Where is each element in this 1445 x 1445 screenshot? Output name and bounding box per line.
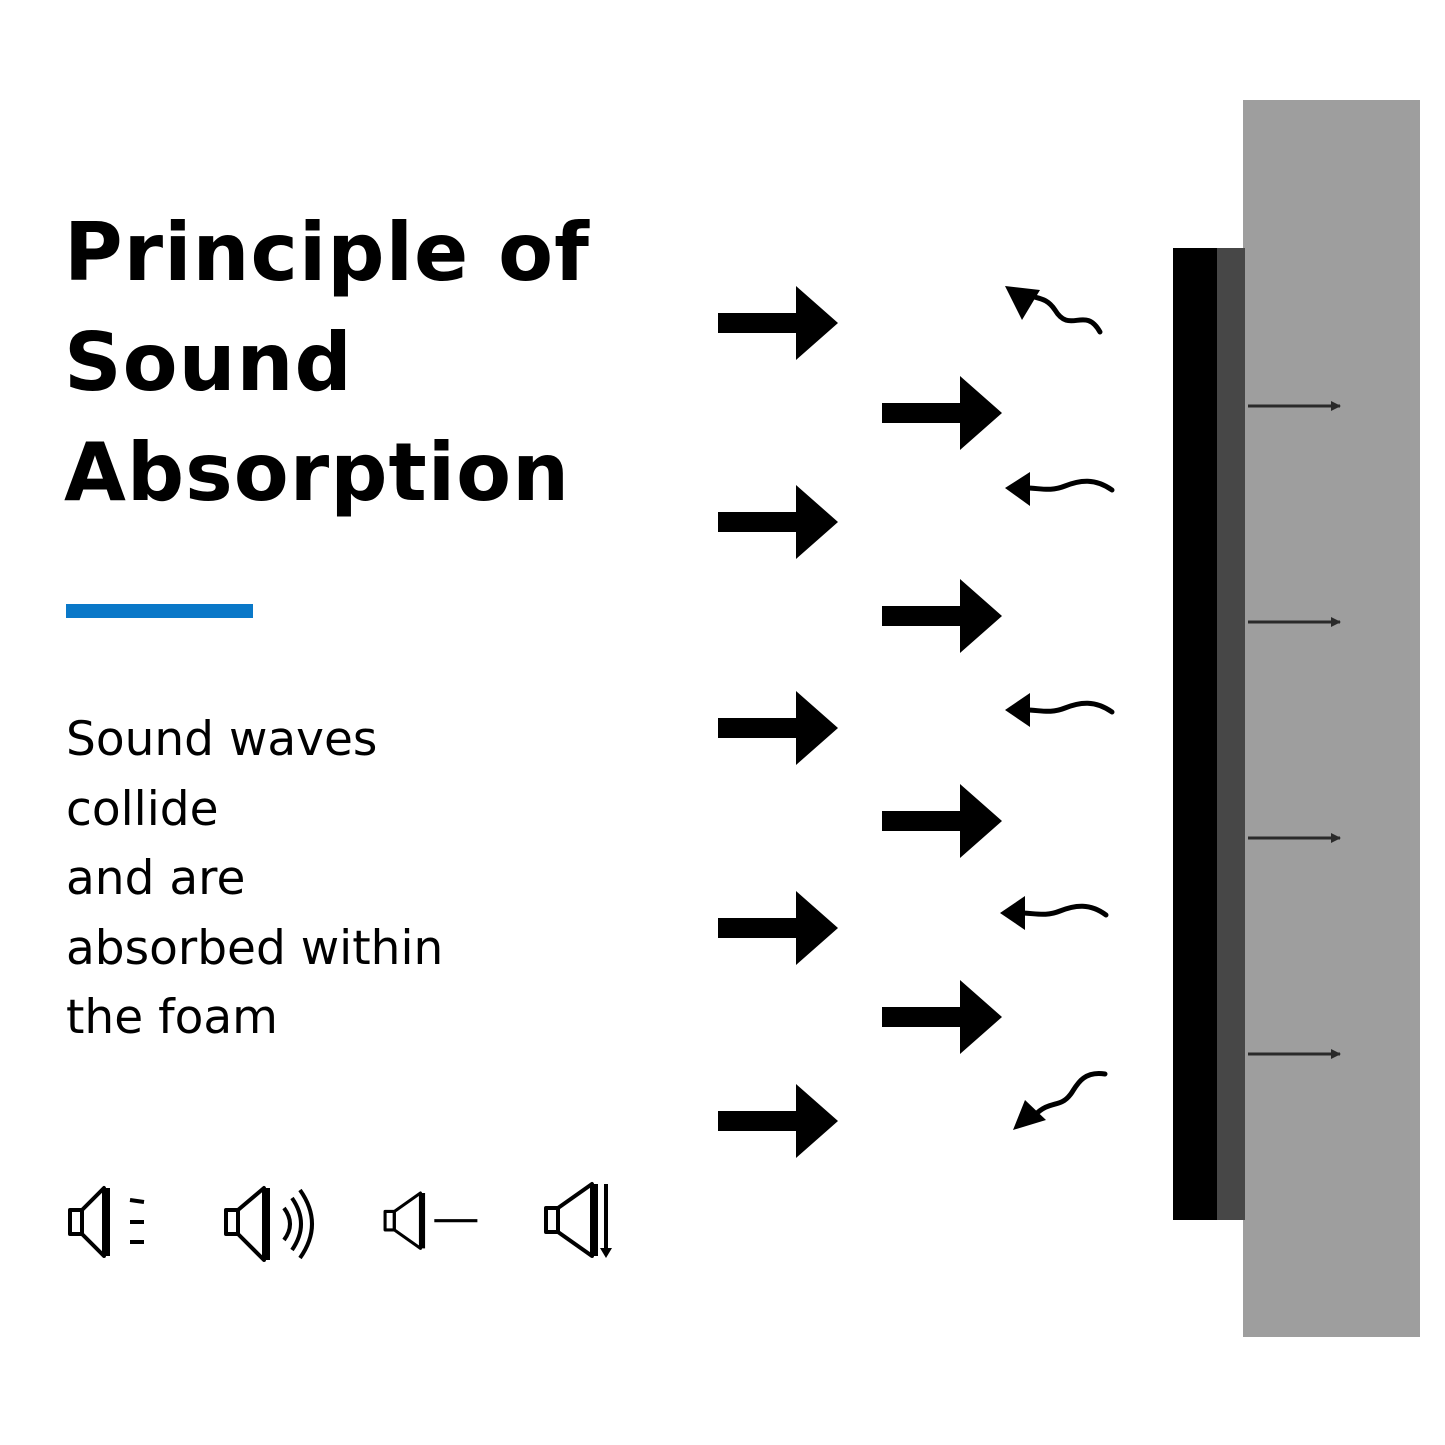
incoming-arrow-1 <box>718 286 838 360</box>
incoming-arrow-9 <box>718 1084 838 1158</box>
reflected-wave-5 <box>1013 1071 1108 1130</box>
wall <box>1243 100 1420 1337</box>
title-line-3: Absorption <box>64 426 571 519</box>
description-line-5: the foam <box>66 990 278 1045</box>
incoming-arrow-5 <box>718 691 838 765</box>
incoming-arrow-7 <box>718 891 838 965</box>
reflected-sound-arrows <box>1000 286 1115 1130</box>
incoming-arrow-6 <box>882 784 1002 858</box>
title-line-2: Sound <box>64 316 353 409</box>
accent-divider <box>66 604 253 618</box>
description-line-2: collide <box>66 781 219 837</box>
foam-back-layer <box>1215 248 1245 1220</box>
incoming-arrow-8 <box>882 980 1002 1054</box>
title-line-1: Principle of <box>64 206 590 299</box>
incoming-arrow-2 <box>882 376 1002 450</box>
foam-front-layer <box>1173 248 1217 1220</box>
description-line-1: Sound waves <box>66 712 378 767</box>
speaker-dampened-icon <box>68 1186 145 1258</box>
page-title: Principle of Sound Absorption <box>64 198 624 528</box>
description: Sound waves collide and are absorbed wit… <box>66 705 626 1053</box>
description-line-3: and are <box>66 851 246 906</box>
reflected-wave-4 <box>1000 896 1109 930</box>
reflected-wave-3 <box>1005 693 1115 727</box>
speaker-flat-icon <box>383 1191 478 1250</box>
reflected-wave-1 <box>1005 286 1103 335</box>
speaker-mute-icon <box>544 1182 612 1258</box>
incoming-arrow-3 <box>718 485 838 559</box>
speaker-loud-icon <box>224 1186 314 1262</box>
transmitted-sound-arrows <box>1248 401 1341 1059</box>
incoming-arrow-4 <box>882 579 1002 653</box>
description-line-4: absorbed within <box>66 920 444 976</box>
reflected-wave-2 <box>1005 472 1115 506</box>
incoming-sound-arrows <box>718 286 1002 1158</box>
